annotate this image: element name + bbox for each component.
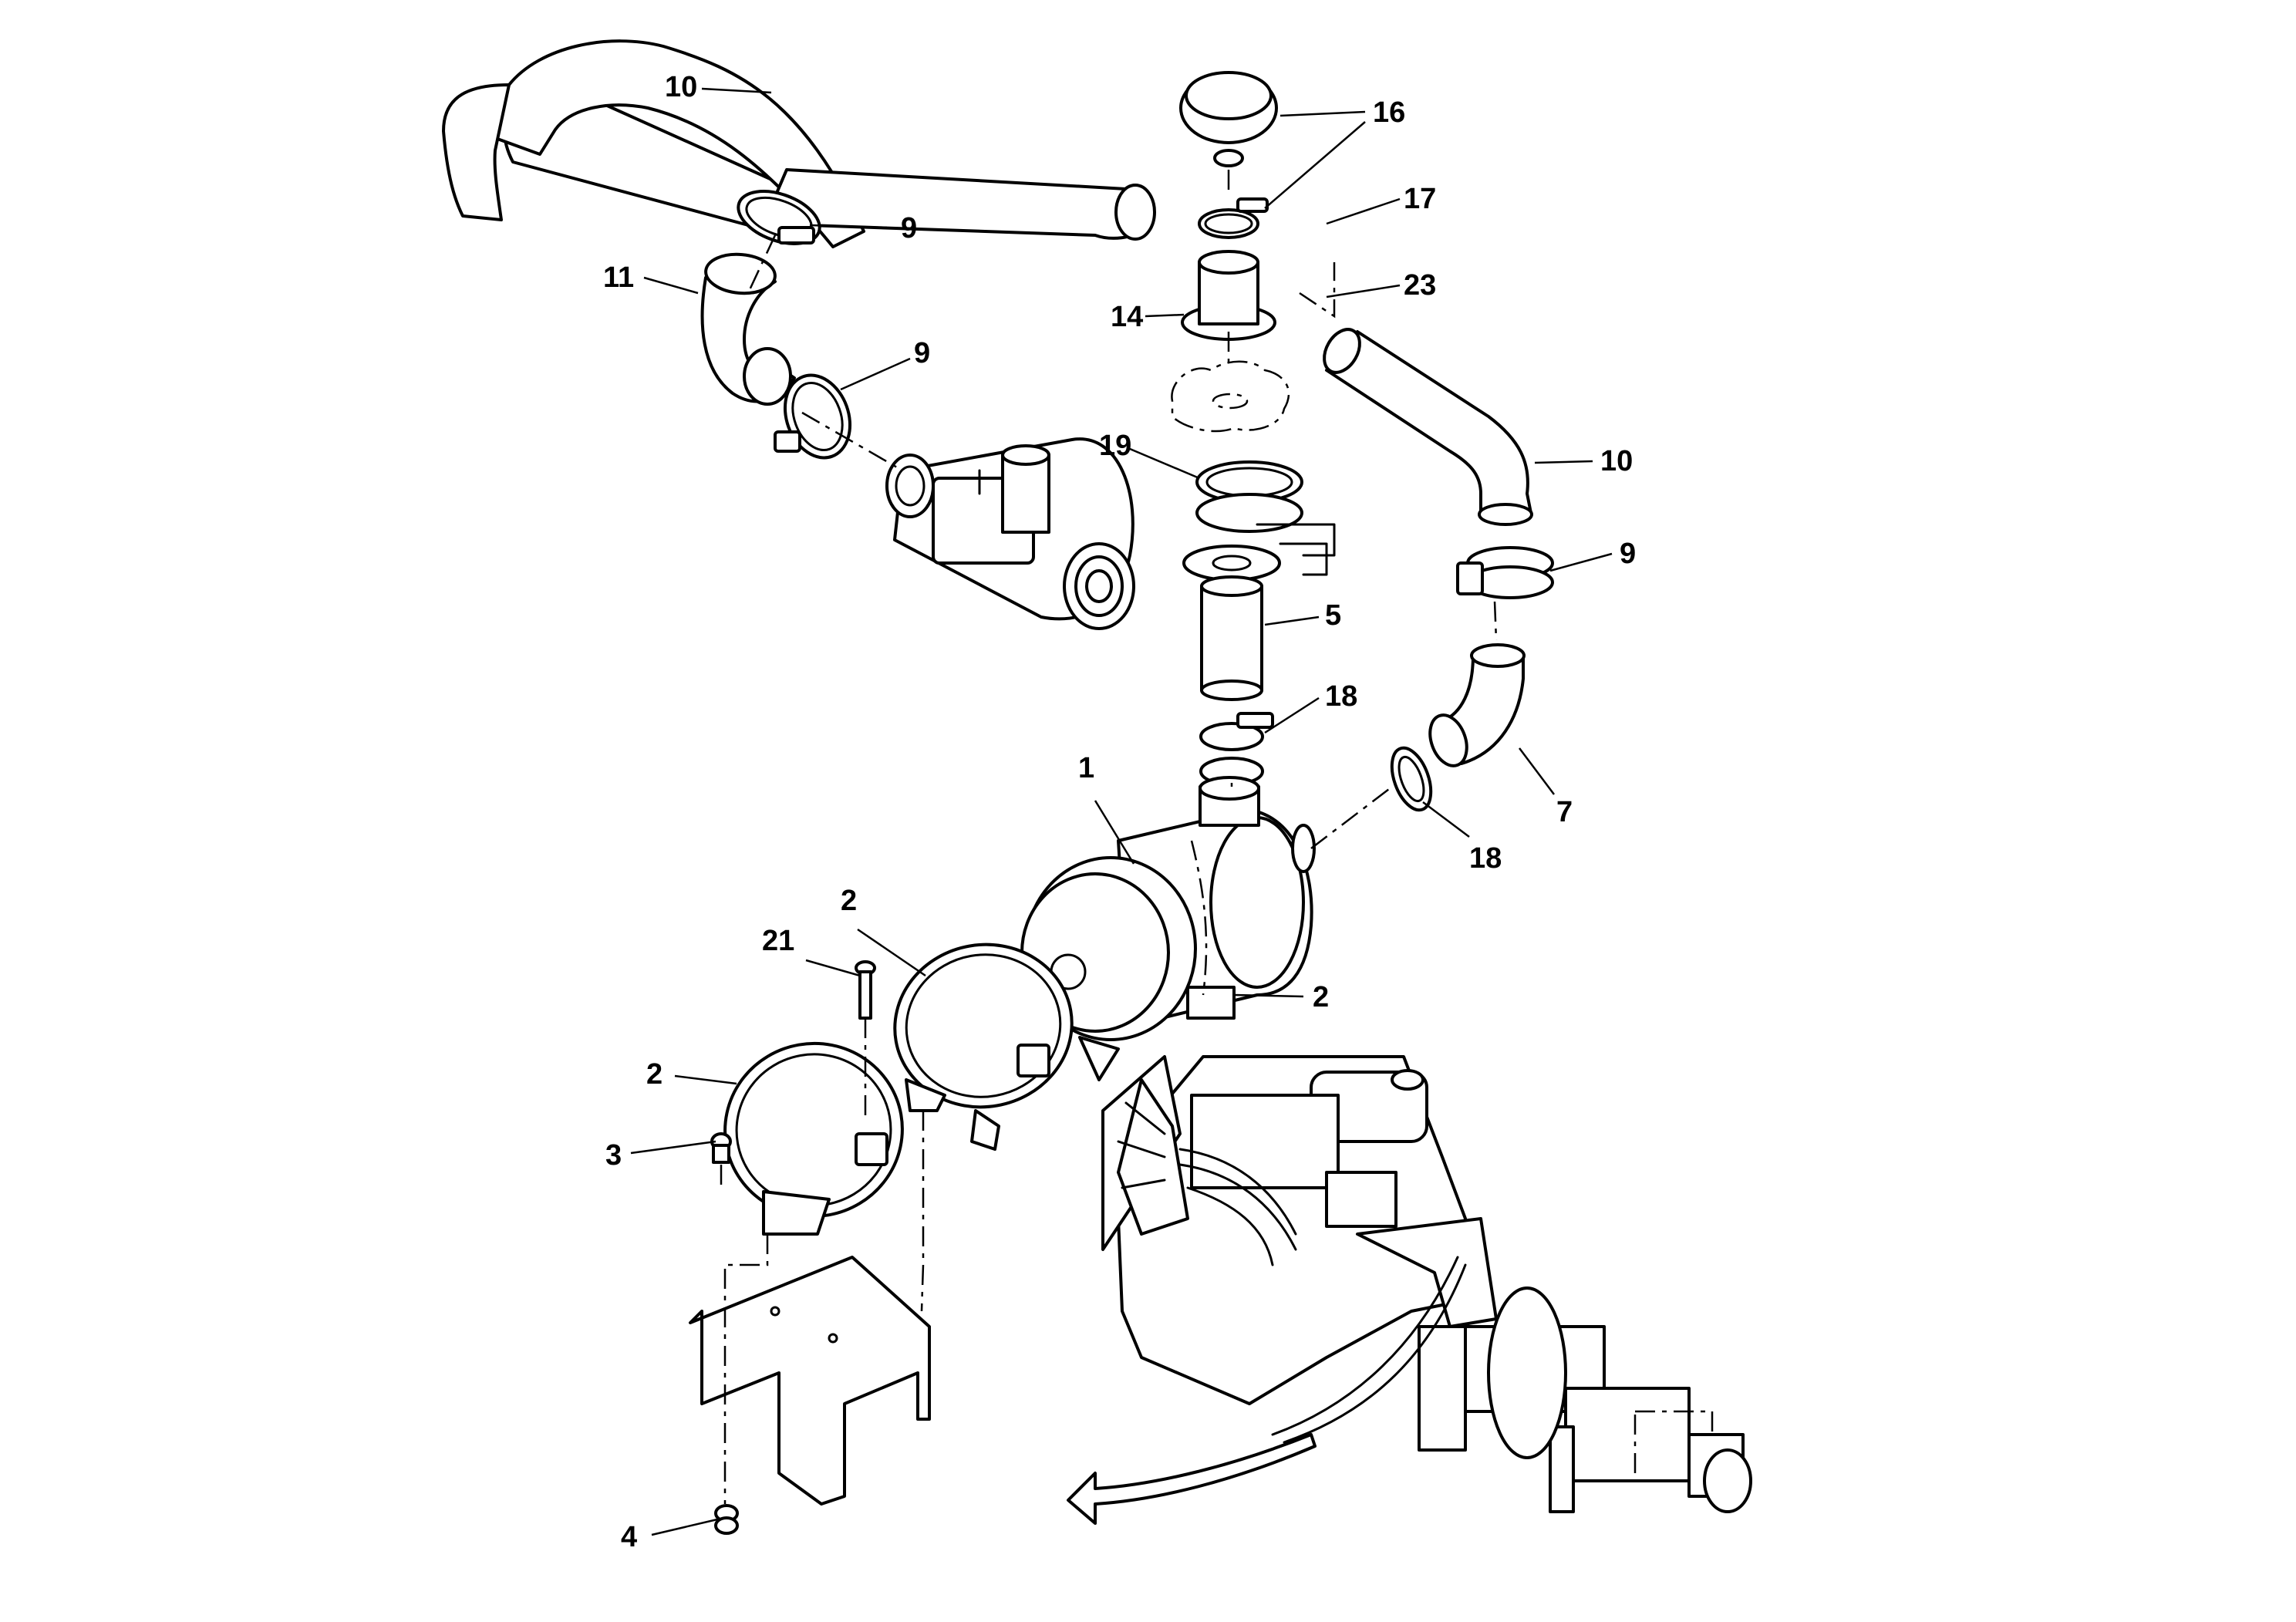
gasket-dashed (1171, 360, 1290, 433)
flanged-tube-part-14 (1181, 250, 1276, 341)
air-cleaner-subassembly-left (885, 437, 1135, 630)
callout-18: 18 (1325, 680, 1357, 713)
callout-9: 9 (1620, 538, 1636, 570)
callout-3: 3 (605, 1139, 622, 1172)
callout-17: 17 (1404, 183, 1436, 215)
clamp-part-9-c (1456, 546, 1554, 599)
mounting-bracket (689, 1256, 931, 1506)
clamp-part-18-a (1199, 712, 1274, 786)
bracket-lines (1256, 523, 1336, 576)
callout-9: 9 (901, 212, 917, 244)
elbow-part-7 (1428, 643, 1526, 767)
callout-9: 9 (914, 337, 930, 369)
tube-part-5 (1182, 545, 1281, 701)
callout-14: 14 (1111, 301, 1143, 333)
cap-part-16 (1179, 71, 1278, 167)
elbow-part-11 (700, 252, 796, 406)
ring-part-19 (1195, 460, 1303, 533)
clamp-part-9-b (774, 373, 852, 460)
callout-4: 4 (621, 1521, 637, 1553)
callout-18: 18 (1469, 842, 1502, 875)
callout-10: 10 (1600, 445, 1633, 477)
band-clamp-part-2-lower (723, 1041, 904, 1236)
clamp-part-16 (1198, 197, 1269, 239)
nut-part-4 (714, 1504, 739, 1535)
leader-lines (630, 87, 1613, 1536)
clamp-part-9-a (737, 190, 821, 245)
clamp-part-18-b (1390, 746, 1433, 812)
callout-7: 7 (1556, 796, 1573, 828)
bolt-part-3 (710, 1132, 732, 1164)
callout-2: 2 (646, 1058, 663, 1091)
hose-part-10-right (1323, 328, 1533, 526)
callout-5: 5 (1325, 599, 1341, 632)
callout-10: 10 (665, 71, 697, 103)
callout-19: 19 (1099, 430, 1131, 462)
cooling-fan (1117, 1078, 1189, 1236)
callout-labels: 10 9 11 9 16 17 23 14 19 10 9 5 18 1 7 1… (603, 71, 1636, 1553)
callout-21: 21 (762, 925, 794, 957)
direction-arrow (1067, 1433, 1317, 1525)
callout-23: 23 (1404, 269, 1436, 302)
callout-16: 16 (1373, 96, 1405, 129)
assembly-centerlines (720, 170, 1498, 1504)
hose-part-10-upper (442, 39, 1156, 248)
callout-2: 2 (1313, 981, 1329, 1013)
callout-2: 2 (841, 885, 857, 917)
engine-assembly (1101, 1055, 1752, 1513)
band-clamp-part-2-upper (893, 943, 1074, 1151)
bolt-part-21 (855, 960, 876, 1020)
callout-1: 1 (1078, 752, 1094, 784)
callout-11: 11 (603, 261, 634, 294)
